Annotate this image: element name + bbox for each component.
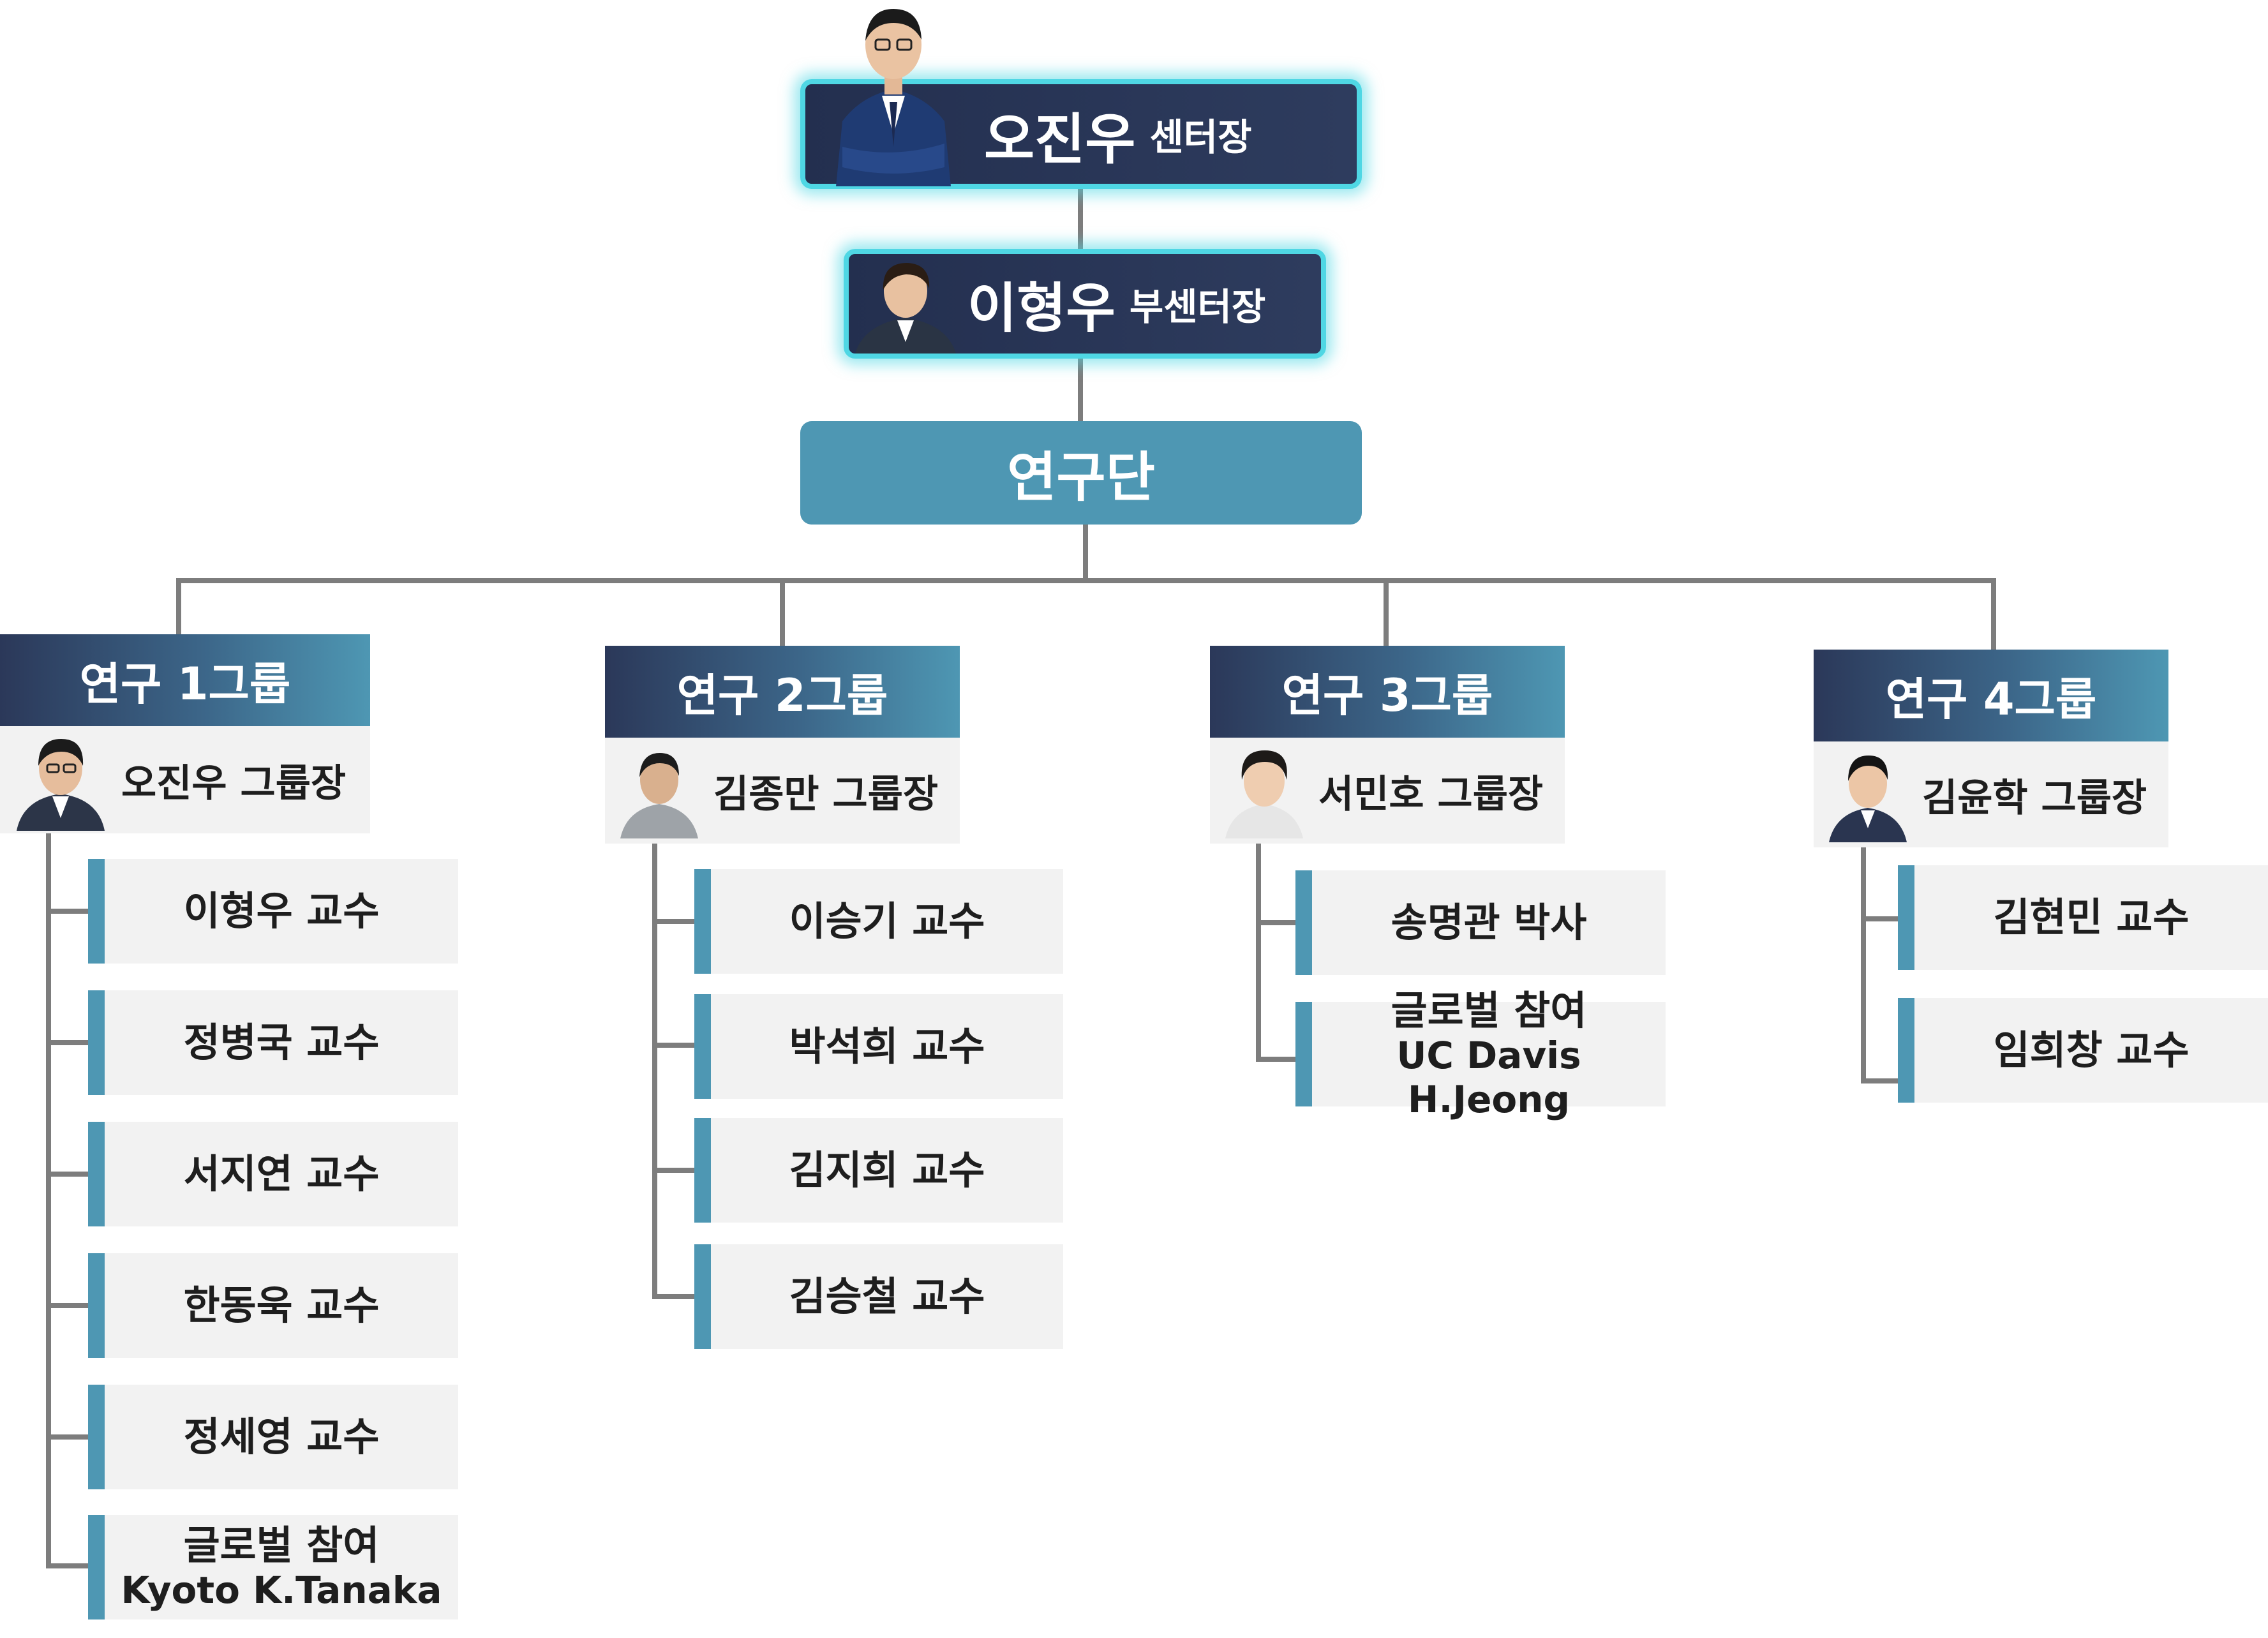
group1-member: 이형우 교수 [88,859,458,964]
research-unit-label: 연구단 [1007,445,1155,509]
tree-branch [1256,920,1304,925]
connector-group4-drop [1991,578,1996,650]
group4-header: 연구 4그룹 [1814,650,2168,741]
group2-member: 김승철 교수 [694,1244,1063,1349]
connector-group1-drop [176,578,181,634]
group3-leader: 서민호 그룹장 [1210,738,1565,844]
group2-member: 박석희 교수 [694,994,1063,1099]
vice-director-name: 이형우 [967,276,1115,339]
tree-branch [652,1043,701,1048]
group3-leader-photo-icon [1225,750,1303,838]
tree-branch [652,919,701,924]
tree-spine-group2 [652,844,657,1299]
group2-member: 김지희 교수 [694,1118,1063,1223]
tree-branch [1861,1078,1909,1083]
tree-branch [652,1294,701,1299]
vice-director-photo-icon [855,263,956,354]
tree-branch [1256,1057,1304,1062]
connector-group2-drop [780,578,785,646]
group4-member: 김현민 교수 [1898,865,2268,970]
tree-branch [46,1434,94,1440]
group4-leader-photo-icon [1829,756,1907,842]
group1-member: 서지연 교수 [88,1122,458,1226]
connector-group3-drop [1384,578,1389,646]
group3-member: 송명관 박사 [1295,870,1666,975]
group2-header: 연구 2그룹 [605,646,960,738]
director-title: 센터장 [1149,115,1252,159]
tree-branch [652,1168,701,1173]
group1-header: 연구 1그룹 [0,634,370,726]
director-photo-icon [836,9,951,186]
director-name: 오진우 [984,107,1136,172]
tree-spine-group1 [46,833,51,1568]
vice-director-title: 부센터장 [1129,285,1266,329]
tree-spine-group4 [1861,847,1866,1083]
group1-leader-label: 오진우 그룹장 [121,761,347,806]
connector-director-vice [1078,185,1083,249]
tree-branch [1861,916,1909,921]
group4-member: 임희창 교수 [1898,998,2268,1103]
group1-member-global: 글로벌 참여 Kyoto K.Tanaka [88,1515,458,1619]
group2-member: 이승기 교수 [694,869,1063,974]
group3-member-global: 글로벌 참여 UC Davis H.Jeong [1295,987,1666,1121]
group1-member: 한동욱 교수 [88,1253,458,1358]
group1-leader: 오진우 그룹장 [0,726,370,833]
tree-branch [46,1172,94,1177]
group2-leader: 김종만 그룹장 [605,738,960,844]
tree-branch [46,909,94,914]
tree-branch [46,1563,94,1568]
group2-leader-label: 김종만 그룹장 [713,771,939,817]
tree-branch [46,1303,94,1308]
group1-leader-photo-icon [17,739,105,831]
group4-leader-label: 김윤학 그룹장 [1922,775,2147,821]
tree-branch [46,1040,94,1045]
tree-spine-group3 [1256,844,1261,1062]
research-unit-box: 연구단 [800,421,1362,525]
connector-vice-unit [1078,359,1083,422]
group4-leader: 김윤학 그룹장 [1814,741,2168,847]
connector-horizontal-bus [176,578,1996,583]
vice-director-box: 이형우 부센터장 [844,249,1326,359]
group1-member: 정병국 교수 [88,990,458,1095]
connector-unit-bus [1083,525,1088,582]
group2-leader-photo-icon [620,753,698,838]
group3-header: 연구 3그룹 [1210,646,1565,738]
group1-member: 정세영 교수 [88,1385,458,1489]
group3-leader-label: 서민호 그룹장 [1318,771,1544,817]
